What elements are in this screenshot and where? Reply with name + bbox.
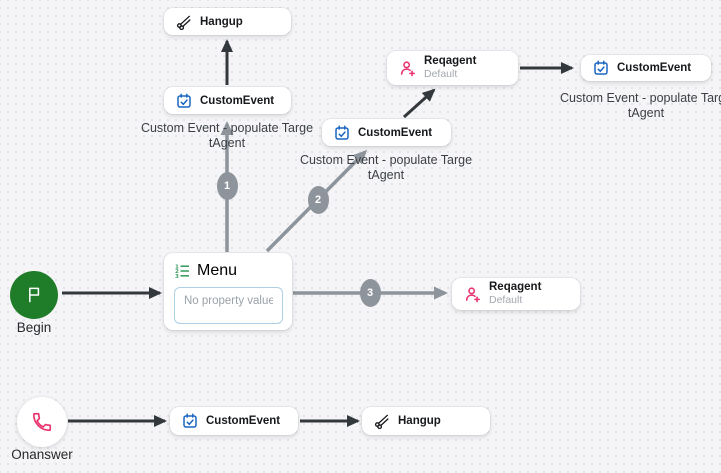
- numbered-list-icon: 1 2 3: [174, 263, 190, 279]
- svg-text:2: 2: [175, 269, 179, 275]
- node-menu[interactable]: 1 2 3 Menu: [164, 253, 292, 330]
- hangup-icon: [176, 14, 192, 30]
- caption-custom-event-right: Custom Event - populate Targe tAgent: [560, 91, 721, 120]
- node-label: CustomEvent: [358, 126, 433, 139]
- node-label: Reqagent: [489, 281, 542, 294]
- branch-badge-2[interactable]: 2: [307, 186, 329, 214]
- person-add-icon: [464, 286, 481, 303]
- branch-badge-3-label: 3: [366, 287, 374, 299]
- custom-event-icon: [593, 60, 609, 76]
- custom-event-icon: [334, 124, 350, 141]
- svg-text:3: 3: [175, 274, 179, 279]
- phone-icon: [31, 411, 53, 433]
- caption-custom-event-mid: Custom Event - populate Targe tAgent: [299, 153, 473, 182]
- node-label: Reqagent: [424, 55, 477, 68]
- node-sublabel: Default: [489, 294, 523, 307]
- node-reqagent-top[interactable]: Reqagent Default: [387, 51, 518, 85]
- node-label: Hangup: [398, 415, 441, 427]
- branch-badge-2-label: 2: [314, 194, 322, 206]
- person-add-icon: [399, 60, 416, 77]
- custom-event-icon: [182, 413, 198, 429]
- node-sublabel: Default: [424, 68, 458, 81]
- node-reqagent-mid[interactable]: Reqagent Default: [452, 278, 580, 310]
- flag-icon: [23, 284, 45, 306]
- hangup-icon: [374, 413, 390, 429]
- branch-badge-1[interactable]: 1: [216, 172, 238, 200]
- node-onanswer[interactable]: [17, 397, 67, 447]
- node-label: CustomEvent: [206, 415, 281, 427]
- node-label: Hangup: [200, 15, 243, 28]
- node-onanswer-label: Onanswer: [11, 447, 73, 462]
- edge-customevent-to-reqagent[interactable]: [402, 88, 436, 119]
- caption-custom-event-top: Custom Event - populate Targe tAgent: [140, 121, 314, 150]
- node-label: CustomEvent: [617, 62, 692, 74]
- node-hangup-top[interactable]: Hangup: [164, 8, 291, 35]
- node-custom-event-mid[interactable]: CustomEvent: [322, 119, 451, 146]
- node-begin[interactable]: [10, 271, 58, 319]
- branch-badge-3[interactable]: 3: [359, 279, 381, 307]
- node-hangup-bottom[interactable]: Hangup: [362, 407, 490, 435]
- custom-event-icon: [176, 92, 192, 109]
- node-custom-event-bottom[interactable]: CustomEvent: [170, 407, 298, 435]
- svg-text:1: 1: [175, 264, 179, 270]
- menu-property-input[interactable]: [174, 287, 283, 324]
- node-label: Menu: [197, 262, 238, 279]
- branch-badge-1-label: 1: [223, 180, 231, 192]
- node-custom-event-right[interactable]: CustomEvent: [581, 55, 711, 81]
- node-begin-label: Begin: [16, 320, 52, 335]
- node-label: CustomEvent: [200, 94, 275, 107]
- node-custom-event-top[interactable]: CustomEvent: [164, 87, 291, 114]
